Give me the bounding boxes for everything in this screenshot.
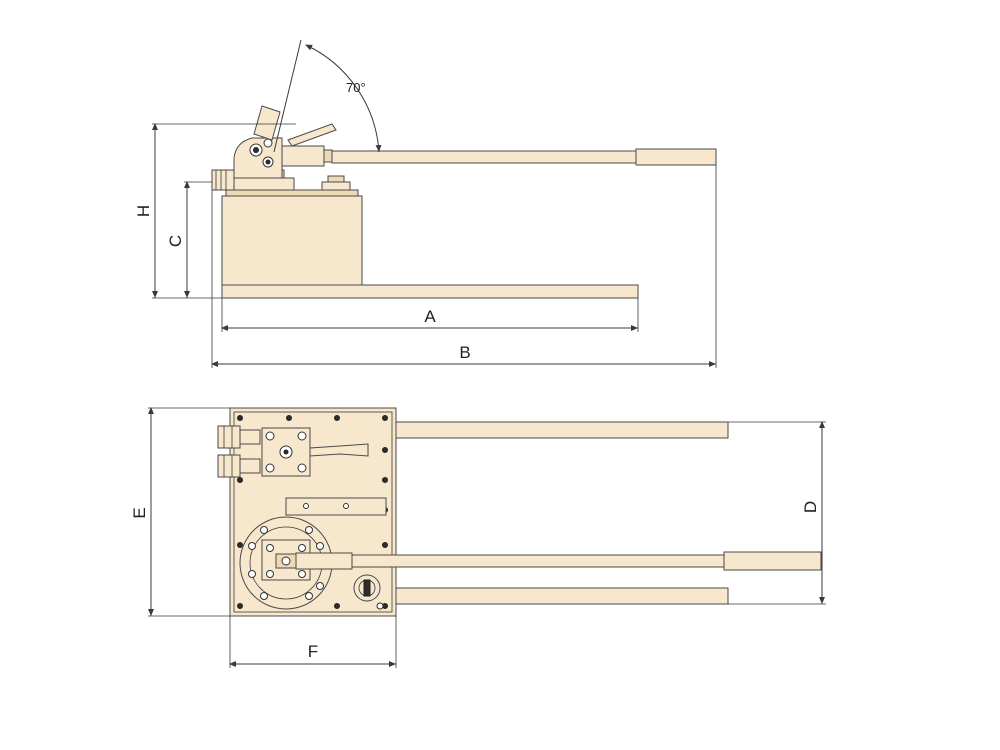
side-valve-block	[231, 177, 295, 191]
dimension-C-label: C	[166, 235, 185, 247]
side-dimensions: H C A B	[134, 123, 717, 368]
side-reservoir-tank	[221, 195, 363, 286]
dimension-B-label: B	[459, 343, 470, 362]
angle-label: 70°	[346, 80, 366, 95]
side-base-plate	[221, 284, 639, 299]
side-release-handle	[287, 123, 337, 147]
dimension-F-label: F	[308, 642, 318, 661]
dimension-D-label: D	[801, 501, 820, 513]
top-nameplate	[285, 497, 387, 516]
dimension-H-label: H	[134, 205, 153, 217]
side-lever-socket	[281, 145, 325, 167]
top-outlet-fitting-2	[217, 454, 241, 478]
top-lever-socket	[295, 552, 353, 570]
top-release-handle	[309, 443, 369, 457]
side-fill-cap	[321, 181, 351, 191]
dimension-E-label: E	[130, 507, 149, 518]
top-dimensions: E D F	[130, 407, 826, 668]
side-long-handle	[331, 150, 637, 164]
top-outlet-fitting-1	[217, 425, 241, 449]
top-rail-lower	[395, 587, 729, 605]
side-top-plate	[225, 189, 359, 197]
side-outlet-fitting	[211, 169, 235, 191]
top-rail-upper	[395, 421, 729, 439]
dimension-A-label: A	[424, 307, 436, 326]
side-view	[211, 105, 717, 299]
top-main-lever-grip	[723, 551, 822, 571]
angle-indicator: 70°	[273, 39, 382, 153]
side-lever-raised	[253, 105, 281, 141]
top-view	[217, 407, 822, 617]
top-main-lever	[351, 554, 725, 568]
side-handle-grip	[635, 148, 717, 166]
